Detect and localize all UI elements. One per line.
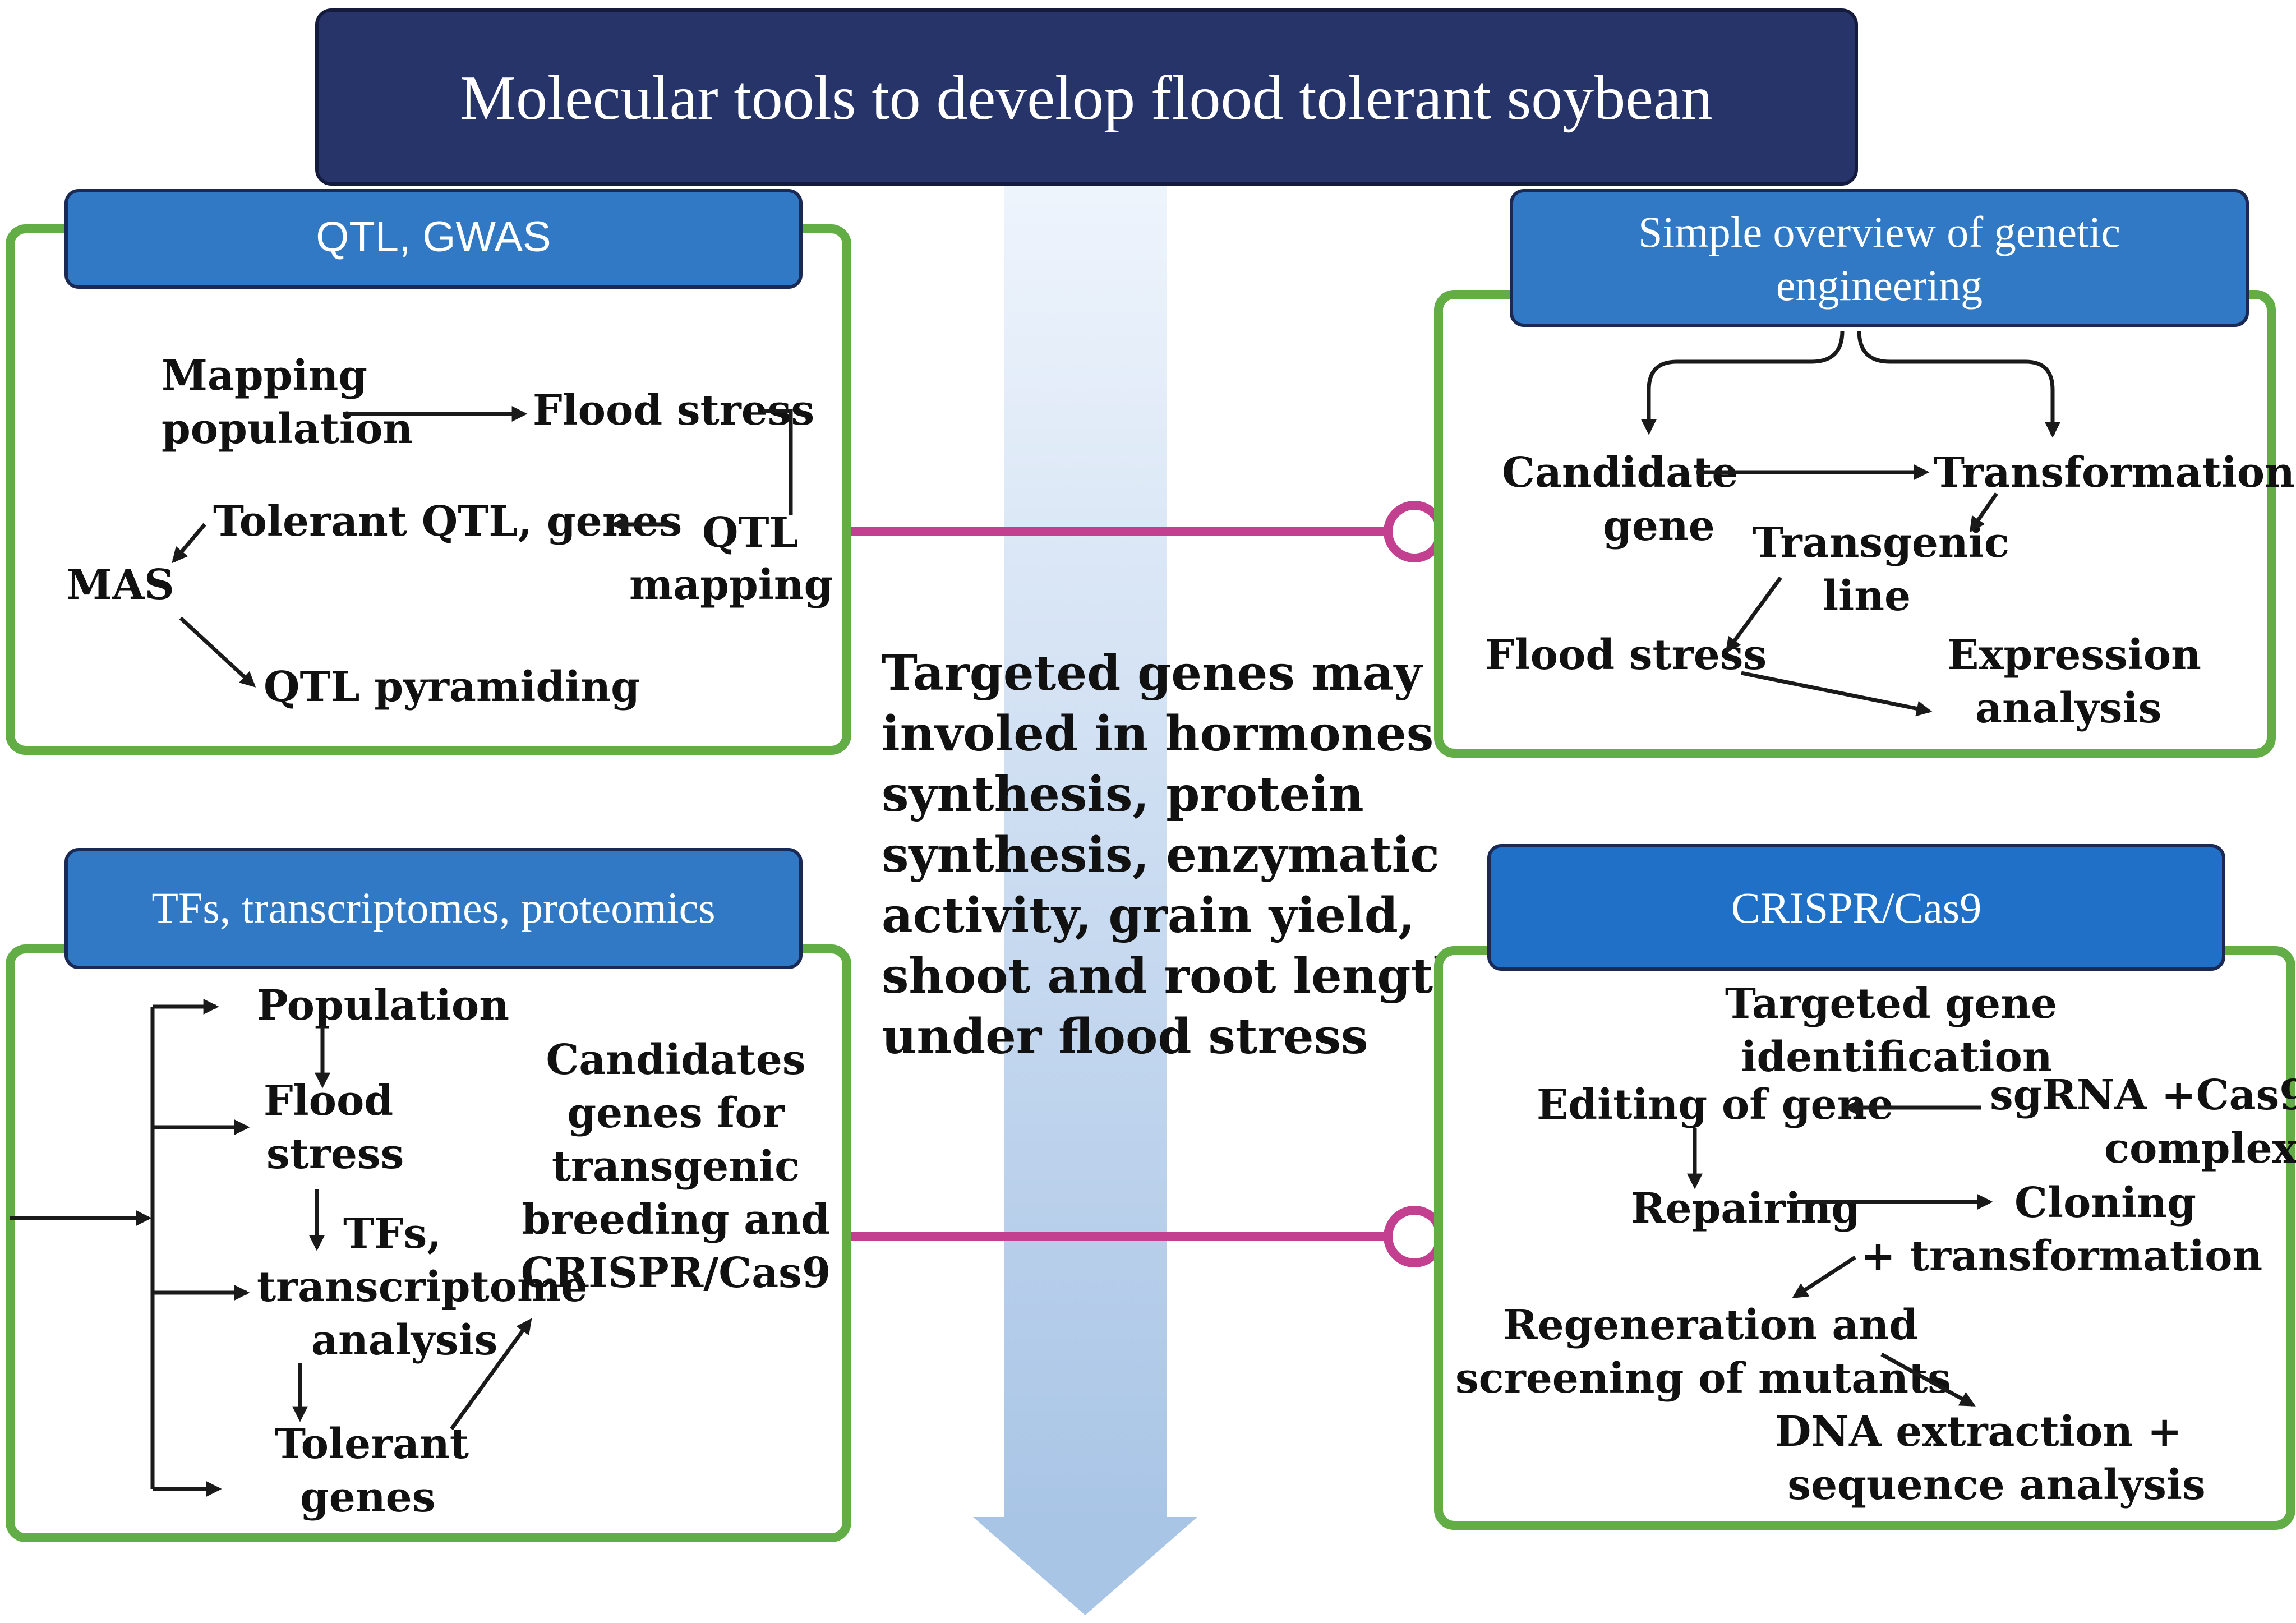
- tfs-label: TFs,: [343, 1210, 441, 1258]
- center-line: shoot and root length: [882, 948, 1468, 1004]
- panel-tfs-transcriptomes: TFs, transcriptomes, proteomics Populati…: [6, 848, 851, 1542]
- arrow: [1880, 1352, 1976, 1407]
- tolerant-genes-label: genes: [300, 1473, 435, 1521]
- candidates-label: genes for: [567, 1089, 785, 1137]
- expression-analysis-label: Expression: [1947, 631, 2201, 679]
- arrow: [450, 1318, 532, 1431]
- targeted-gene-label: Targeted gene: [1725, 980, 2057, 1028]
- regeneration-label: screening of mutants: [1455, 1354, 1951, 1403]
- candidates-label: CRISPR/Cas9: [521, 1249, 831, 1297]
- regeneration-label: Regeneration and: [1503, 1301, 1918, 1349]
- panel-header: Simple overview of genetic: [1638, 208, 2120, 256]
- flood-stress-label: Flood stress: [1485, 631, 1767, 679]
- mapping-population-label: Mapping: [162, 352, 367, 400]
- panel-genetic-engineering: Simple overview of genetic engineering C…: [1434, 189, 2295, 758]
- dna-label: DNA extraction +: [1775, 1408, 2182, 1456]
- expression-analysis-label: analysis: [1975, 684, 2161, 732]
- sgrna-label: sgRNA +Cas9: [1990, 1071, 2296, 1119]
- center-line: activity, grain yield,: [882, 887, 1415, 944]
- editing-label: Editing of gene: [1537, 1081, 1894, 1129]
- arrow: [1725, 576, 1782, 653]
- center-line: Targeted genes may be: [882, 645, 1503, 702]
- center-text: Targeted genes may be involed in hormone…: [882, 645, 1503, 1065]
- flood-stress-label: stress: [266, 1130, 404, 1178]
- panel-crispr-cas9: CRISPR/Cas9 Targeted gene identification…: [1434, 844, 2296, 1530]
- brace-arrow-right: [1857, 330, 2060, 438]
- center-line: under flood stress: [882, 1008, 1368, 1065]
- mas-label: MAS: [66, 561, 174, 609]
- arrow: [1792, 1256, 1856, 1299]
- arrow: [1741, 671, 1933, 717]
- center-line: synthesis, protein: [882, 766, 1364, 823]
- center-line: involed in hormones: [882, 706, 1433, 762]
- panel-header: QTL, GWAS: [316, 213, 551, 261]
- brace-arrow-left: [1641, 330, 1845, 435]
- transgenic-line-label: line: [1823, 572, 1911, 620]
- tolerant-qtl-label: Tolerant QTL, genes: [213, 497, 682, 546]
- repairing-label: Repairing: [1631, 1184, 1860, 1233]
- connector-bottom: [847, 1206, 1445, 1267]
- qtl-mapping-label: QTL: [702, 509, 799, 557]
- cloning-label: Cloning: [2014, 1179, 2196, 1227]
- candidates-label: breeding and: [522, 1196, 830, 1244]
- qtl-pyramiding-label: QTL pyramiding: [264, 663, 640, 711]
- candidate-gene-label: gene: [1603, 502, 1715, 550]
- connector-line: [763, 409, 793, 515]
- tfs-label: transcriptome: [257, 1263, 587, 1311]
- transgenic-line-label: Transgenic: [1753, 519, 2009, 567]
- center-line: synthesis, enzymatic: [882, 827, 1440, 883]
- page-title: Molecular tools to develop flood toleran…: [460, 63, 1712, 133]
- candidates-label: Candidates: [546, 1036, 805, 1084]
- flood-stress-label: Flood: [264, 1077, 393, 1125]
- sgrna-label: complex: [2104, 1124, 2296, 1173]
- arrow: [172, 523, 206, 564]
- panel-header: TFs, transcriptomes, proteomics: [151, 883, 715, 932]
- cloning-label: + transformation: [1861, 1232, 2262, 1280]
- panel-header: CRISPR/Cas9: [1731, 883, 1981, 932]
- panel-header: engineering: [1776, 261, 1983, 310]
- candidates-label: transgenic: [552, 1142, 800, 1191]
- transformation-label: Transformation: [1934, 449, 2295, 497]
- qtl-mapping-label: mapping: [629, 561, 833, 609]
- panel-qtl-gwas: QTL, GWAS Mapping population Flood stres…: [6, 189, 851, 755]
- tolerant-genes-label: Tolerant: [275, 1420, 469, 1468]
- population-label: Population: [257, 981, 509, 1030]
- title-bar: Molecular tools to develop flood toleran…: [315, 8, 1858, 186]
- tfs-label: analysis: [311, 1316, 497, 1364]
- center-arrow: [973, 185, 1197, 1615]
- arrow: [1969, 492, 1998, 533]
- targeted-gene-label: identification: [1741, 1033, 2052, 1081]
- dna-label: sequence analysis: [1787, 1461, 2205, 1509]
- arrow: [179, 616, 256, 688]
